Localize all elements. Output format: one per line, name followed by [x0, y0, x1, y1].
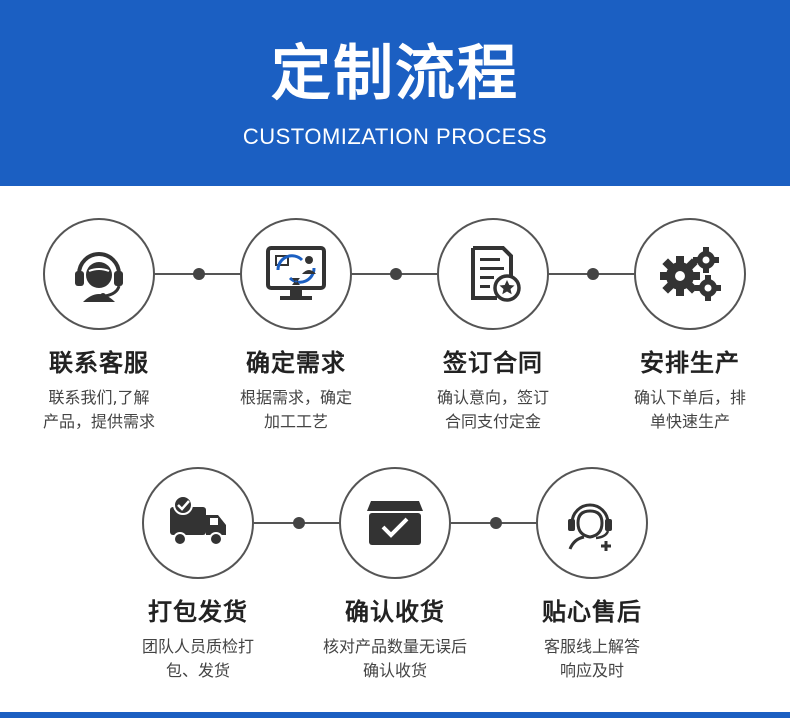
- step-icon-circle: [634, 218, 746, 330]
- step-desc-line: 单快速生产: [649, 412, 730, 431]
- step-icon-circle: [240, 218, 352, 330]
- step-icon-circle: [437, 218, 549, 330]
- step-title: 贴心售后: [542, 598, 642, 626]
- page-title: 定制流程: [271, 39, 519, 109]
- step-after-sales: 贴心售后 客服线上解答 响应及时: [497, 467, 687, 683]
- step-desc-line: 确认下单后，排: [633, 388, 746, 407]
- page-subtitle: CUSTOMIZATION PROCESS: [242, 124, 548, 149]
- bottom-accent-bar: [0, 712, 790, 718]
- step-title: 确认收货: [345, 598, 445, 626]
- step-desc-line: 产品，提供需求: [42, 412, 155, 431]
- delivery-truck-icon: [166, 495, 230, 551]
- connector-dot: [490, 517, 502, 529]
- step-title: 安排生产: [640, 349, 740, 377]
- step-icon-circle: [43, 218, 155, 330]
- step-desc-line: 根据需求，确定: [239, 388, 352, 407]
- step-desc-line: 客服线上解答: [543, 637, 640, 656]
- step-description: 确认下单后，排 单快速生产: [595, 386, 785, 434]
- step-desc-line: 核对产品数量无误后: [322, 637, 467, 656]
- step-confirm-requirements: 确定需求 根据需求，确定 加工工艺: [201, 218, 391, 434]
- connector-dot: [390, 268, 402, 280]
- step-desc-line: 联系我们,了解: [48, 388, 150, 407]
- step-confirm-receipt: 确认收货 核对产品数量无误后 确认收货: [300, 467, 490, 683]
- step-contact-service: 联系客服 联系我们,了解 产品，提供需求: [4, 218, 194, 434]
- monitor-requirements-icon: [264, 244, 328, 304]
- customer-service-headset-icon: [69, 244, 129, 304]
- step-sign-contract: 签订合同 确认意向，签订 合同支付定金: [398, 218, 588, 434]
- connector-dot: [293, 517, 305, 529]
- step-icon-circle: [339, 467, 451, 579]
- step-title: 联系客服: [49, 349, 149, 377]
- step-desc-line: 包、发货: [165, 661, 230, 680]
- step-arrange-production: 安排生产 确认下单后，排 单快速生产: [595, 218, 785, 434]
- step-desc-line: 加工工艺: [263, 412, 328, 431]
- step-description: 团队人员质检打 包、发货: [103, 635, 293, 683]
- step-description: 核对产品数量无误后 确认收货: [300, 635, 490, 683]
- step-icon-circle: [536, 467, 648, 579]
- step-icon-circle: [142, 467, 254, 579]
- step-description: 客服线上解答 响应及时: [497, 635, 687, 683]
- step-description: 根据需求，确定 加工工艺: [201, 386, 391, 434]
- step-title: 打包发货: [148, 598, 248, 626]
- connector-dot: [193, 268, 205, 280]
- step-desc-line: 确认收货: [362, 661, 427, 680]
- step-description: 联系我们,了解 产品，提供需求: [4, 386, 194, 434]
- connector-dot: [587, 268, 599, 280]
- step-package-ship: 打包发货 团队人员质检打 包、发货: [103, 467, 293, 683]
- received-box-icon: [365, 495, 425, 551]
- step-description: 确认意向，签订 合同支付定金: [398, 386, 588, 434]
- gears-production-icon: [658, 244, 722, 304]
- after-sales-support-icon: [562, 493, 622, 553]
- step-desc-line: 响应及时: [559, 661, 624, 680]
- step-desc-line: 团队人员质检打: [141, 637, 254, 656]
- header-banner: 定制流程 CUSTOMIZATION PROCESS: [0, 0, 790, 186]
- step-desc-line: 合同支付定金: [444, 412, 541, 431]
- step-desc-line: 确认意向，签订: [436, 388, 549, 407]
- step-title: 确定需求: [246, 349, 346, 377]
- step-title: 签订合同: [443, 349, 543, 377]
- contract-document-icon: [463, 244, 523, 304]
